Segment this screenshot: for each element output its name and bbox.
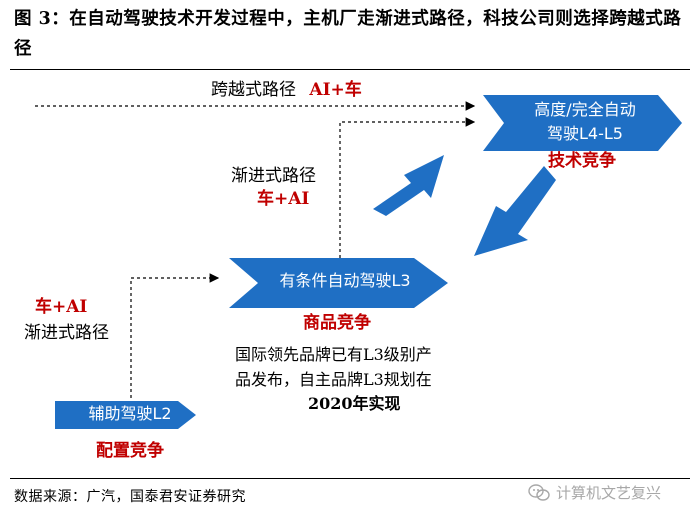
gradual-path-upper-formula: 车+AI <box>257 189 310 209</box>
stage-l3-note-line-1: 国际领先品牌已有L3级别产 <box>235 345 432 364</box>
wechat-icon <box>528 483 550 501</box>
stage-l3-competition: 商品竞争 <box>303 313 371 333</box>
l2-to-l3-arrow <box>130 273 220 398</box>
stage-l2-label: 辅助驾驶L2 <box>88 404 172 423</box>
stage-l3-note-line-2: 品发布，自主品牌L3规划在 <box>235 370 432 389</box>
stage-l3-note-line-3: 2020年实现 <box>308 394 401 413</box>
upward-diagonal-arrow <box>373 155 444 216</box>
stage-l2-shape <box>55 401 196 429</box>
stage-l4-competition: 技术竞争 <box>548 151 616 171</box>
figure-title: 图 3：在自动驾驶技术开发过程中，主机厂走渐进式路径，科技公司则选择跨越式路径 <box>14 9 682 59</box>
leap-path-text: 跨越式路径 AI+车 <box>211 80 362 100</box>
source-note: 数据来源：广汽，国泰君安证券研究 <box>14 489 246 505</box>
title-rule <box>10 69 690 70</box>
stage-l4-shape <box>483 95 682 151</box>
gradual-path-upper-label: 渐进式路径 <box>231 166 316 186</box>
source-rule <box>10 478 690 479</box>
gradual-path-lower-label: 渐进式路径 <box>24 323 109 343</box>
leap-path-formula: AI+车 <box>309 80 362 100</box>
downward-diagonal-arrow <box>474 166 556 256</box>
stage-l4-label-line-1: 高度/完全自动 <box>534 100 636 119</box>
stage-l2-competition: 配置竞争 <box>96 441 164 461</box>
leap-path-label: 跨越式路径 <box>211 80 296 100</box>
stage-l3-label: 有条件自动驾驶L3 <box>279 271 411 290</box>
watermark: 计算机文艺复兴 <box>528 482 661 503</box>
stage-l3-shape <box>229 258 448 308</box>
stage-l4-label-line-2: 驾驶L4-L5 <box>547 124 623 143</box>
gradual-path-lower-formula: 车+AI <box>35 297 88 317</box>
watermark-text: 计算机文艺复兴 <box>556 484 662 502</box>
